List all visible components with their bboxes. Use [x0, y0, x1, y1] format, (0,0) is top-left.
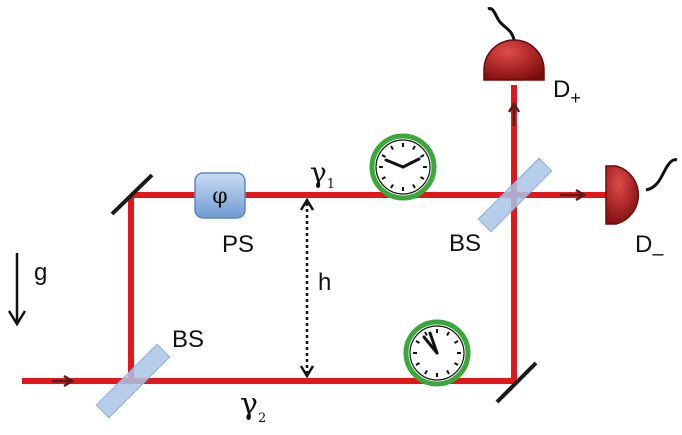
input-arrow-icon [52, 374, 75, 388]
mirror-bottom-right [495, 361, 538, 404]
output-arrow-up-icon [507, 101, 521, 126]
detector-minus-subscript: – [652, 243, 664, 265]
path-upper-symbol: γ [310, 156, 327, 189]
detector-minus-label: D– [635, 231, 664, 265]
output-arrow-right-icon [560, 188, 587, 202]
detector-plus-subscript: + [570, 88, 581, 108]
height-indicator [299, 197, 315, 379]
path-lower-subscript: 2 [258, 411, 266, 426]
path-upper-label: γ1 [310, 156, 335, 192]
height-label: h [318, 269, 331, 296]
mirror-top-left [110, 173, 154, 216]
phase-shifter: φ [194, 172, 246, 219]
clock-upper-icon [369, 133, 437, 201]
beam-splitter-bottom-label: BS [172, 326, 204, 353]
beam-direction-arrows [52, 101, 587, 388]
detector-minus-letter: D [635, 231, 652, 258]
phase-shifter-symbol: φ [212, 184, 227, 209]
path-lower-label: γ2 [240, 387, 266, 426]
path-lower-symbol: γ [240, 387, 258, 422]
detector-plus-icon [483, 7, 545, 81]
path-upper-subscript: 1 [327, 177, 335, 192]
phase-shifter-label: PS [222, 231, 254, 258]
beam-splitter-top [477, 157, 553, 233]
beam-paths [22, 85, 610, 384]
beam-splitter-bottom [95, 343, 171, 419]
clock-lower-icon [403, 319, 471, 387]
gravity-label: g [34, 259, 47, 286]
gravity-arrow-icon [7, 253, 27, 327]
detector-minus-icon [605, 158, 678, 225]
detector-plus-label: D+ [553, 76, 581, 108]
beam-splitter-top-label: BS [449, 230, 481, 257]
detector-plus-letter: D [553, 76, 570, 103]
